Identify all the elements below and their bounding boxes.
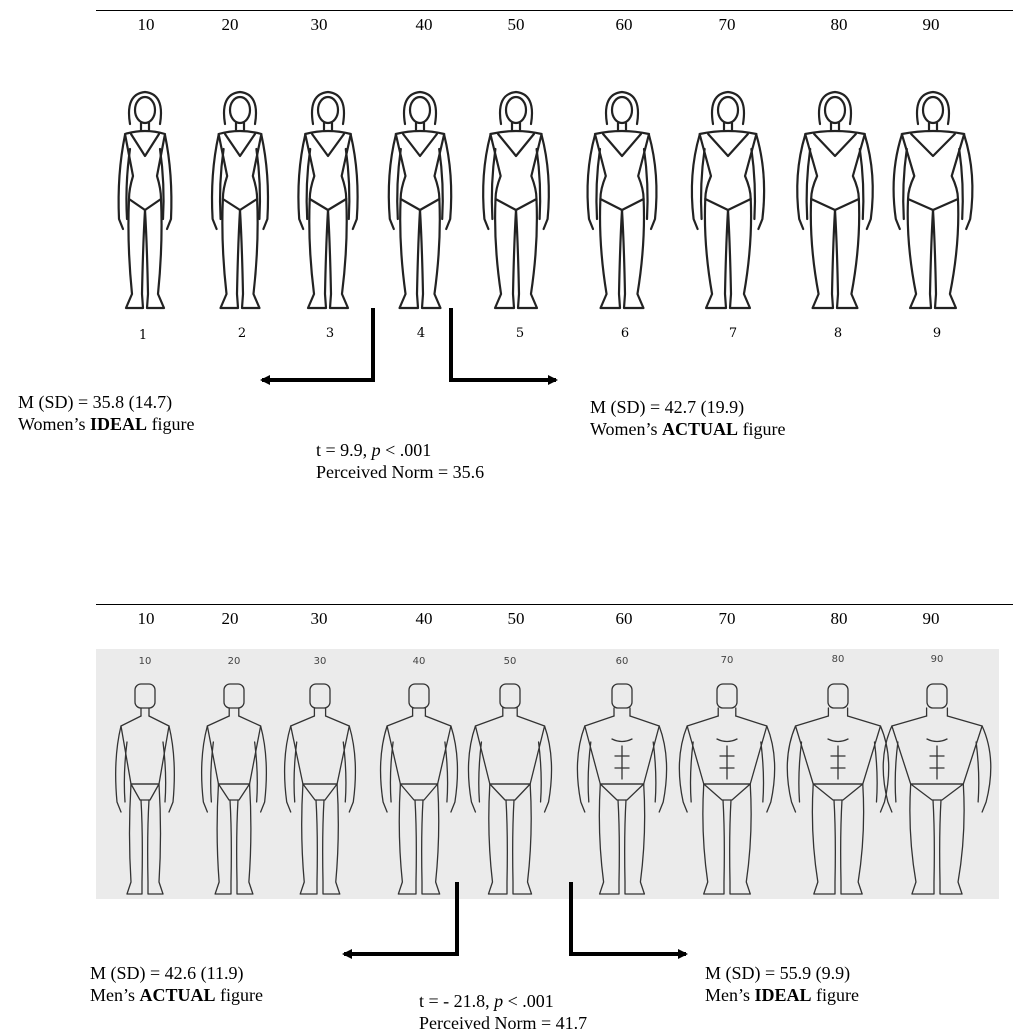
men-t-stat: t = - 21.8, p < .001 <box>419 990 587 1012</box>
men-ideal-label: M (SD) = 55.9 (9.9) Men’s IDEAL figure <box>705 962 859 1006</box>
men-actual-arrow <box>344 882 457 954</box>
men-test-result: t = - 21.8, p < .001 Perceived Norm = 41… <box>419 990 587 1034</box>
men-perceived-norm: Perceived Norm = 41.7 <box>419 1012 587 1034</box>
men-actual-caption: Men’s ACTUAL figure <box>90 984 263 1006</box>
men-actual-label: M (SD) = 42.6 (11.9) Men’s ACTUAL figure <box>90 962 263 1006</box>
men-actual-stat: M (SD) = 42.6 (11.9) <box>90 962 263 984</box>
men-ideal-caption: Men’s IDEAL figure <box>705 984 859 1006</box>
men-ideal-stat: M (SD) = 55.9 (9.9) <box>705 962 859 984</box>
men-ideal-arrow <box>571 882 686 954</box>
